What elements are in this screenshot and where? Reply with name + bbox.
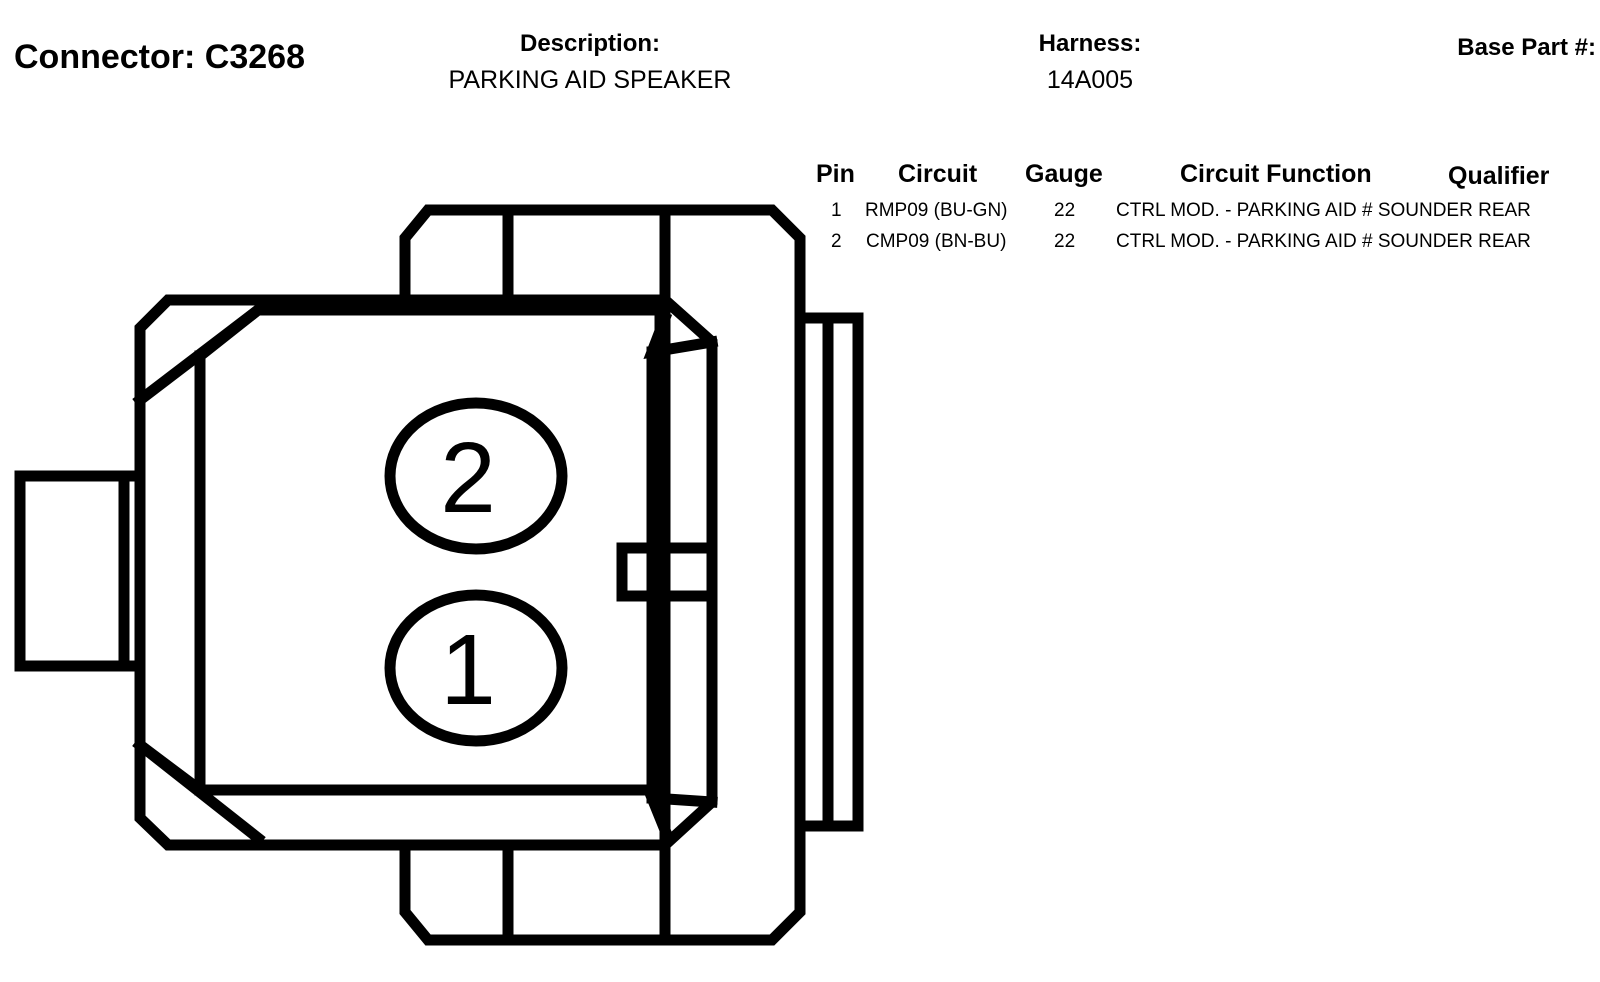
cell-gauge: 22 xyxy=(1054,200,1076,221)
description-label: Description: xyxy=(519,30,660,57)
pin-number-label: 2 xyxy=(440,422,496,534)
right-guide-rail xyxy=(657,292,718,853)
column-header-circuit: Circuit xyxy=(898,160,978,188)
column-header-pin: Pin xyxy=(816,160,855,188)
cell-pin: 2 xyxy=(831,231,842,252)
pin-cavity-1 xyxy=(384,589,568,747)
description-value: PARKING AID SPEAKER xyxy=(448,66,732,94)
right-rib xyxy=(794,312,864,832)
connector-body xyxy=(134,294,671,851)
corner-bevel xyxy=(132,737,208,798)
harness-label: Harness: xyxy=(1038,30,1142,57)
pin-cavity-2 xyxy=(384,397,568,555)
column-header-qualifier: Qualifier xyxy=(1448,162,1550,190)
connector-face-diagram: 2 1 xyxy=(14,204,864,946)
cell-circuit-function: CTRL MOD. - PARKING AID # SOUNDER REAR xyxy=(1116,231,1531,252)
connector-label: Connector: xyxy=(14,38,196,76)
column-header-gauge: Gauge xyxy=(1025,160,1103,188)
key-tab xyxy=(616,542,658,602)
guide-notch xyxy=(643,791,718,838)
harness-value: 14A005 xyxy=(1046,66,1134,94)
connector-inner-face xyxy=(194,304,666,796)
cell-pin: 1 xyxy=(831,200,842,221)
connector-title: Connector: C3268 xyxy=(14,38,305,77)
cell-circuit-function: CTRL MOD. - PARKING AID # SOUNDER REAR xyxy=(1116,200,1531,221)
column-header-circuit-function: Circuit Function xyxy=(1180,160,1372,188)
pin-number-label: 1 xyxy=(440,614,496,726)
connector-outer-shell xyxy=(399,204,806,946)
guide-notch xyxy=(643,310,719,360)
cell-circuit: RMP09 (BU-GN) xyxy=(865,200,1008,221)
cell-gauge: 22 xyxy=(1054,231,1076,252)
left-latch xyxy=(14,470,146,672)
base-part-label: Base Part #: xyxy=(1457,34,1596,61)
connector-id: C3268 xyxy=(204,38,305,76)
cell-circuit: CMP09 (BN-BU) xyxy=(866,231,1007,252)
corner-bevel xyxy=(132,302,266,408)
